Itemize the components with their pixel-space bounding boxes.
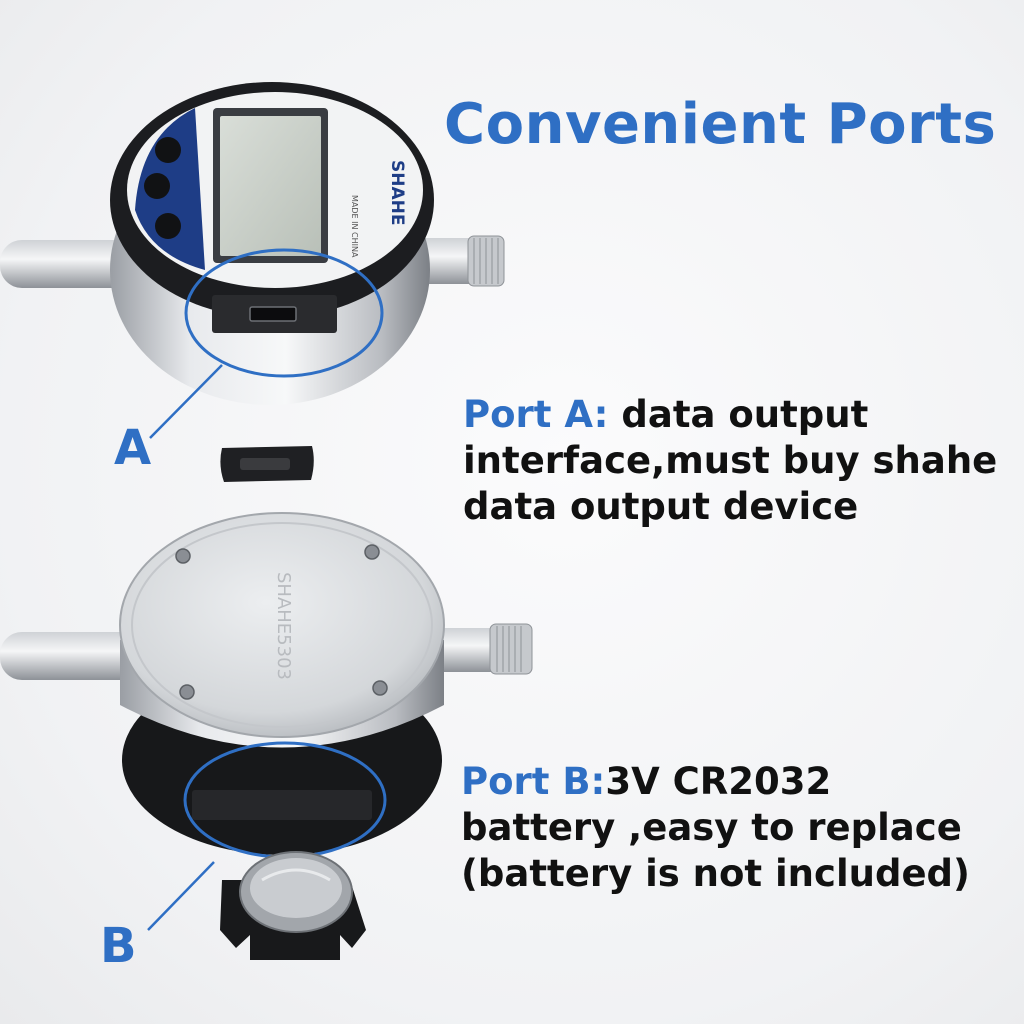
back-engraving-text: SHAHE5303: [273, 572, 294, 680]
port-a-label: Port A:: [463, 393, 609, 436]
port-b-description: Port B:3V CR2032 battery ,easy to replac…: [461, 759, 970, 897]
lcd-screen: [220, 116, 321, 256]
port-b-line-2: battery ,easy to replace: [461, 806, 962, 849]
callout-letter-a: A: [114, 420, 152, 476]
port-b-line-1: Port B:3V CR2032: [461, 760, 832, 803]
back-gauge-stem: [0, 632, 150, 680]
front-gauge: SHAHE MADE IN CHINA: [0, 82, 505, 482]
front-brand-text: SHAHE: [387, 160, 407, 225]
port-b-label: Port B:: [461, 760, 606, 803]
back-gauge-knob-shaft: [430, 628, 500, 672]
back-gauge: SHAHE5303: [0, 512, 533, 960]
on-off-button: [144, 173, 170, 199]
port-a-description: Port A: data output interface,must buy s…: [463, 392, 997, 530]
screw-icon: [179, 684, 195, 700]
callout-letter-b: B: [100, 918, 137, 974]
front-gauge-knob-shaft: [420, 238, 480, 284]
screw-icon: [364, 544, 380, 560]
screw-icon: [372, 680, 388, 696]
port-a-leader-line: [149, 364, 223, 439]
port-a-connector: [249, 306, 297, 322]
back-gauge-face: [119, 512, 445, 738]
port-a-line-1: Port A: data output: [463, 393, 869, 436]
screw-icon: [175, 548, 191, 564]
page-title: Convenient Ports: [444, 92, 997, 157]
port-a-line-2: interface,must buy shahe: [463, 439, 998, 482]
port-b-leader-line: [147, 861, 215, 931]
front-gauge-blue-band: [135, 108, 205, 270]
port-b-slot: [192, 790, 372, 820]
port-a-line-3: data output device: [463, 485, 859, 528]
port-b-line-3: (battery is not included): [461, 852, 970, 895]
port-a-highlight-circle: [184, 248, 384, 378]
back-gauge-knob: [489, 623, 533, 675]
zero-button: [155, 213, 181, 239]
mm-in-button: [155, 137, 181, 163]
made-in-text: MADE IN CHINA: [350, 195, 359, 258]
